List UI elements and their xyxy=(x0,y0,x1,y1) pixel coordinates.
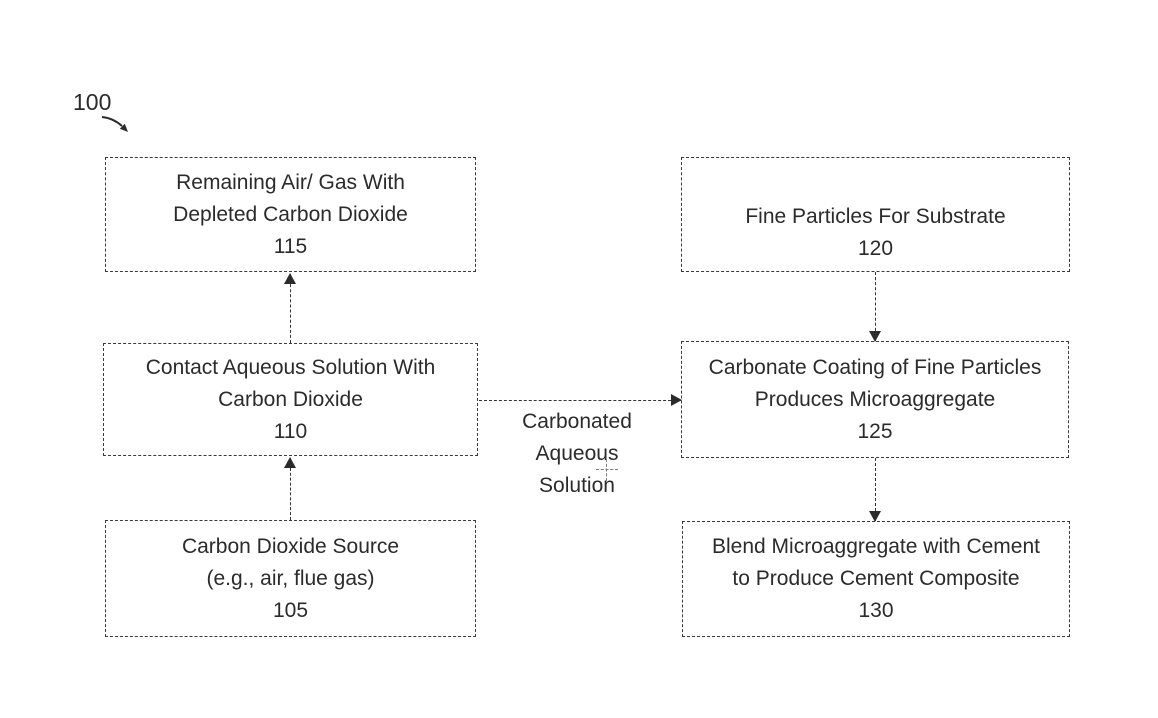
flow-label-line-1: Carbonated xyxy=(522,410,632,433)
box-125-line-1: Carbonate Coating of Fine Particles xyxy=(708,355,1042,379)
flow-box-125: Carbonate Coating of Fine Particles Prod… xyxy=(681,341,1069,458)
flow-box-115: Remaining Air/ Gas With Depleted Carbon … xyxy=(105,157,476,272)
box-105-line-2: (e.g., air, flue gas) xyxy=(206,566,375,590)
box-115-number: 115 xyxy=(273,234,308,258)
reference-pointer-icon xyxy=(101,116,128,132)
box-125-number: 125 xyxy=(857,419,893,443)
box-110-line-1: Contact Aqueous Solution With xyxy=(145,355,436,379)
flow-label-line-3: Solution xyxy=(539,474,615,497)
crosshair-artifact-icon xyxy=(596,459,618,481)
box-115-line-2: Depleted Carbon Dioxide xyxy=(173,202,408,226)
box-115-line-1: Remaining Air/ Gas With xyxy=(176,170,405,194)
box-120-number: 120 xyxy=(857,236,894,260)
box-130-line-1: Blend Microaggregate with Cement xyxy=(711,535,1040,558)
box-130-number: 130 xyxy=(858,599,894,622)
flow-box-105: Carbon Dioxide Source (e.g., air, flue g… xyxy=(105,520,476,637)
flow-box-120: Fine Particles For Substrate 120 xyxy=(681,157,1070,272)
box-105-number: 105 xyxy=(272,598,309,622)
figure-reference-number: 100 xyxy=(73,89,112,115)
box-125-line-2: Produces Microaggregate xyxy=(754,387,996,411)
flow-box-110: Contact Aqueous Solution With Carbon Dio… xyxy=(103,343,478,456)
box-130-line-2: to Produce Cement Composite xyxy=(732,567,1020,590)
flow-label-line-2: Aqueous xyxy=(535,442,619,465)
box-110-line-2: Carbon Dioxide xyxy=(218,387,363,411)
flow-box-130: Blend Microaggregate with Cement to Prod… xyxy=(682,521,1070,637)
box-120-line-1: Fine Particles For Substrate xyxy=(745,204,1006,228)
box-105-line-1: Carbon Dioxide Source xyxy=(181,534,400,558)
box-110-number: 110 xyxy=(273,419,308,443)
flow-arrow-label: Carbonated Aqueous Solution xyxy=(497,406,657,502)
